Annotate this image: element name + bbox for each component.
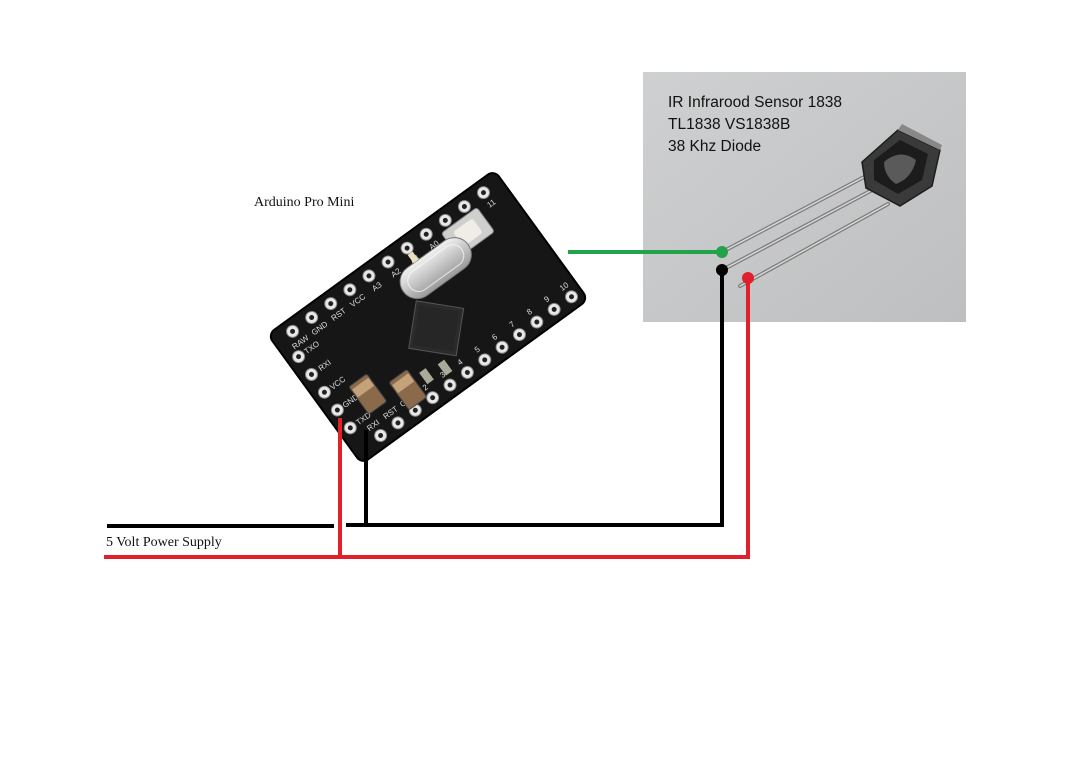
power-supply-label: 5 Volt Power Supply [106,535,222,550]
crystal-oscillator [399,237,472,300]
pin-hole [404,245,410,251]
sensor-description: IR Infrarood Sensor 1838 TL1838 VS1838B … [668,92,842,158]
smd-components [349,251,453,415]
pin-hole [366,273,372,279]
pin-hole [447,382,453,388]
sensor-frequency: 38 Khz Diode [668,138,762,155]
pin-hole [334,407,340,413]
pin-label-bottom-6: 4 [456,357,465,367]
pin-hole [378,432,384,438]
pin-hole [534,319,540,325]
pin-label-bottom-2: 8 [525,307,534,317]
ir-sensor [861,124,942,207]
pin-hole [499,344,505,350]
sensor-model: TL1838 VS1838B [668,116,791,133]
pin-label-bottom-8: 2 [421,382,430,392]
pin-hole [442,217,448,223]
ir-sensor-legs [720,174,890,288]
arduino-label: Arduino Pro Mini [254,195,355,210]
pin-hole [395,420,401,426]
pin-hole [321,389,327,395]
pin-hole [309,371,315,377]
pin-hole [464,369,470,375]
pin-hole [461,203,467,209]
wires [104,250,750,559]
pin-hole [480,190,486,196]
pin-hole [309,314,315,320]
pin-hole [347,287,353,293]
microcontroller-chip [408,300,465,357]
connection-dots [716,246,754,284]
vcc-wire [104,278,750,559]
sensor-title: IR Infrarood Sensor 1838 [668,94,843,111]
pin-label-bottom-5: 5 [473,344,482,354]
pin-hole [516,332,522,338]
pin-hole [412,407,418,413]
pin-hole [347,425,353,431]
pin-hole [430,395,436,401]
pin-label-bottom-1: 9 [542,294,551,304]
pin-hole [290,328,296,334]
pin-hole [482,357,488,363]
ground-wire-sensor [346,270,724,527]
pin-hole [423,231,429,237]
pin-hole [385,259,391,265]
pin-label-bottom-4: 6 [490,332,499,342]
pin-hole [569,294,575,300]
pin-hole [551,306,557,312]
arduino-board: 111213A0A1A2A3VCCRSTGNDRAW1098765432GNDR… [269,172,587,462]
pin-label-bottom-7: 3 [438,370,447,380]
pin-hole [328,301,334,307]
pin-hole [296,354,302,360]
pin-label-bottom-3: 7 [508,319,517,329]
